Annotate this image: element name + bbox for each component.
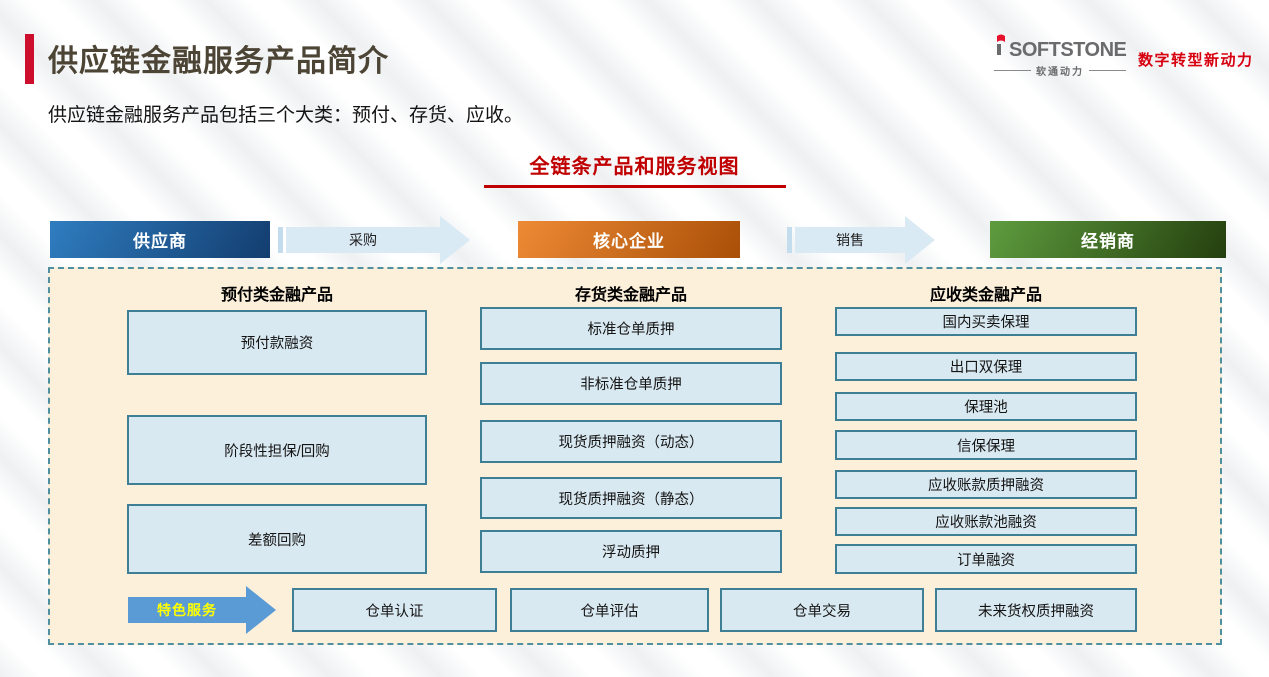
product-box: 预付款融资 xyxy=(127,310,427,375)
title-accent-bar xyxy=(25,34,34,84)
arrow-head xyxy=(246,586,276,634)
arrow-stripe xyxy=(278,226,283,253)
logo-tagline: 数字转型新动力 xyxy=(1138,52,1254,69)
column-title-inventory: 存货类金融产品 xyxy=(574,287,687,304)
page-title: 供应链金融服务产品简介 xyxy=(48,45,389,78)
column-title-prepayment: 预付类金融产品 xyxy=(220,287,333,304)
product-box: 保理池 xyxy=(835,392,1137,421)
logo-dash-right xyxy=(1089,70,1126,71)
column-inventory: 存货类金融产品 标准仓单质押 非标准仓单质押 现货质押融资（动态） 现货质押融资… xyxy=(480,269,782,643)
product-box: 差额回购 xyxy=(127,504,427,574)
product-box: 浮动质押 xyxy=(480,530,782,573)
view-title: 全链条产品和服务视图 xyxy=(529,156,740,178)
product-box: 国内买卖保理 xyxy=(835,307,1137,336)
arrow-stripe xyxy=(787,226,792,253)
view-title-underline xyxy=(483,185,786,188)
flow-arrow-sales: 销售 xyxy=(787,215,935,264)
flow-arrow-purchase: 采购 xyxy=(278,215,470,264)
flow-node-core-enterprise: 核心企业 xyxy=(518,221,740,258)
logo-brand-text: SOFTSTONE xyxy=(1009,39,1127,61)
column-prepayment: 预付类金融产品 预付款融资 阶段性担保/回购 差额回购 xyxy=(127,269,427,643)
products-panel: 预付类金融产品 预付款融资 阶段性担保/回购 差额回购 存货类金融产品 标准仓单… xyxy=(48,267,1222,645)
logo-subtitle: 软通动力 xyxy=(994,63,1126,78)
column-title-receivables: 应收类金融产品 xyxy=(929,287,1042,304)
arrow-head xyxy=(905,215,935,264)
flow-arrow-purchase-label: 采购 xyxy=(349,231,377,248)
product-box: 阶段性担保/回购 xyxy=(127,415,427,485)
isoftstone-logo: SOFTSTONE 软通动力 xyxy=(994,34,1127,78)
product-box: 订单融资 xyxy=(835,544,1137,574)
product-box: 出口双保理 xyxy=(835,352,1137,381)
flow-node-supplier: 供应商 xyxy=(50,221,270,258)
column-receivables: 应收类金融产品 国内买卖保理 出口双保理 保理池 信保保理 应收账款质押融资 应… xyxy=(835,269,1137,643)
special-service-box: 仓单评估 xyxy=(510,588,709,632)
logo-brand-cn: 软通动力 xyxy=(1036,67,1084,78)
special-service-box: 未来货权质押融资 xyxy=(935,588,1137,632)
special-service-box: 仓单交易 xyxy=(720,588,924,632)
flow-node-distributor: 经销商 xyxy=(990,221,1226,258)
product-box: 现货质押融资（动态） xyxy=(480,420,782,463)
intro-text: 供应链金融服务产品包括三个大类：预付、存货、应收。 xyxy=(48,105,524,126)
product-box: 现货质押融资（静态） xyxy=(480,477,782,519)
arrow-head xyxy=(440,215,470,264)
logo-dash-left xyxy=(994,70,1031,71)
logo-flag-icon xyxy=(994,34,1007,60)
product-box: 应收账款池融资 xyxy=(835,507,1137,536)
product-box: 标准仓单质押 xyxy=(480,307,782,350)
special-services-label: 特色服务 xyxy=(157,602,217,618)
product-box: 应收账款质押融资 xyxy=(835,470,1137,499)
view-title-block: 全链条产品和服务视图 xyxy=(0,150,1269,188)
special-services-arrow: 特色服务 xyxy=(128,586,276,634)
special-service-box: 仓单认证 xyxy=(292,588,497,632)
flow-arrow-sales-label: 销售 xyxy=(836,231,864,248)
product-box: 信保保理 xyxy=(835,430,1137,460)
product-box: 非标准仓单质押 xyxy=(480,362,782,405)
